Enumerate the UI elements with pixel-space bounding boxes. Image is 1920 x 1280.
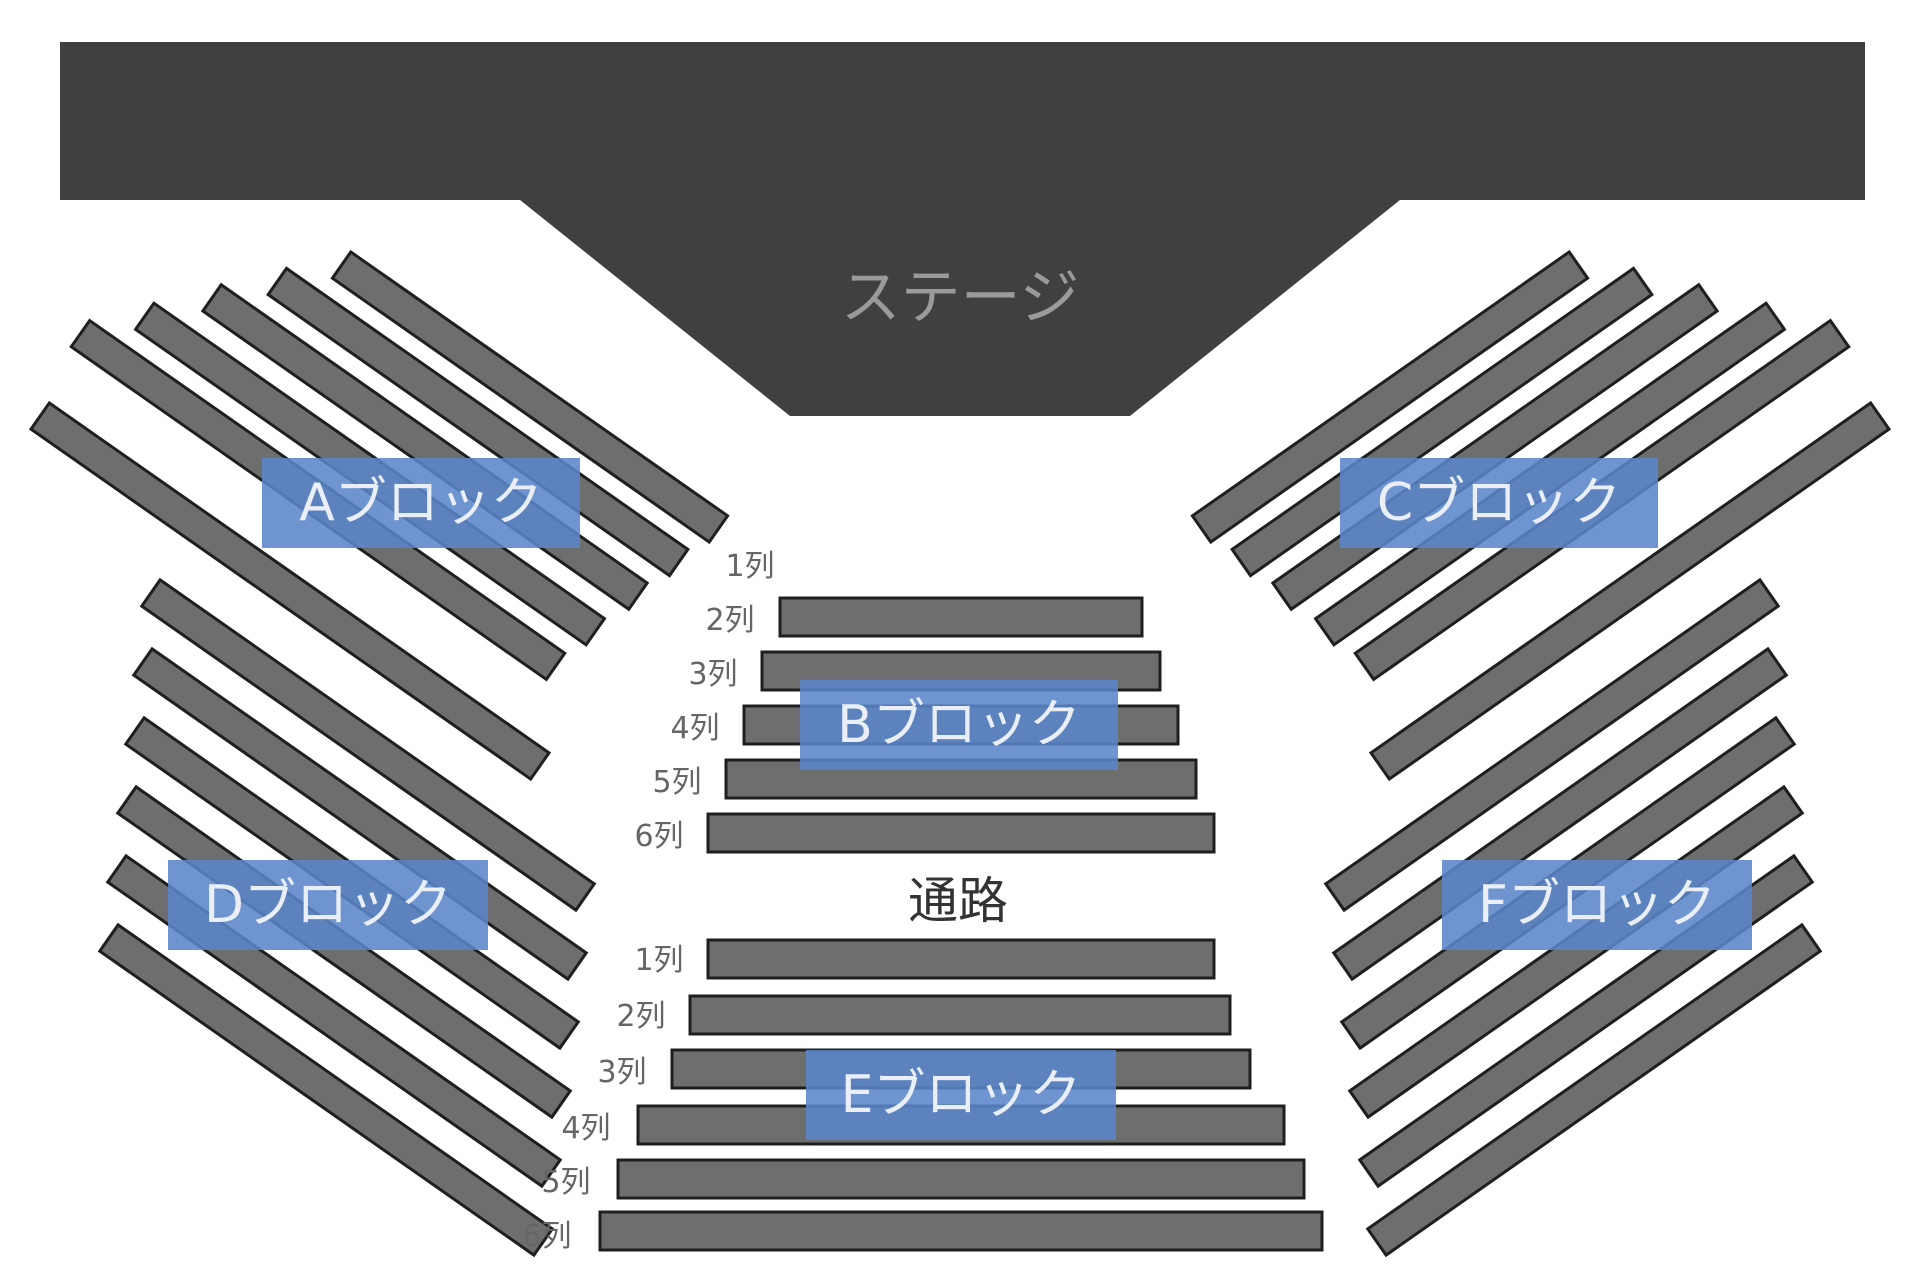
block-e-row [616, 1158, 1306, 1200]
block-c-row [1230, 266, 1654, 578]
block-a-label-bg [262, 458, 580, 548]
block-c-label: Cブロック [1377, 473, 1621, 533]
aisle-label: 通路 [908, 872, 1008, 930]
block-f-row [1365, 922, 1823, 1258]
block-d: Dブロック [97, 577, 597, 1258]
block-e-label-bg [806, 1050, 1116, 1140]
block-a-row [28, 400, 552, 782]
block-b-row-label: 2列 [705, 603, 754, 638]
block-e-row-label: 6列 [522, 1219, 571, 1254]
block-b-label-bg [800, 680, 1118, 770]
block-c-row [1190, 249, 1590, 545]
block-b-row-label: 1列 [725, 549, 774, 584]
block-e: 1列 2列 3列 4列 5列 6列 Eブロック [522, 938, 1324, 1254]
block-f-label: Fブロック [1478, 875, 1716, 935]
block-b-label: Bブロック [837, 695, 1081, 755]
block-b-row-label: 6列 [634, 819, 683, 854]
block-b: 1列 2列 3列 4列 5列 6列 Bブロック [634, 549, 1216, 854]
block-c-row [1368, 400, 1892, 782]
block-e-row [706, 938, 1216, 980]
block-b-row [706, 812, 1216, 854]
block-e-row-label: 1列 [634, 943, 683, 978]
block-e-row-label: 2列 [616, 999, 665, 1034]
block-a: Aブロック [28, 249, 730, 782]
block-e-row-label: 5列 [541, 1165, 590, 1200]
block-b-row [778, 596, 1144, 638]
block-e-row-label: 3列 [597, 1055, 646, 1090]
stage-label: ステージ [841, 263, 1080, 333]
block-d-label-bg [168, 860, 488, 950]
stage [60, 42, 1865, 416]
block-a-label: Aブロック [299, 473, 543, 533]
block-f-row [1323, 577, 1781, 913]
block-b-row-label: 3列 [688, 657, 737, 692]
block-a-row [266, 266, 690, 578]
block-f-label-bg [1442, 860, 1752, 950]
block-d-row [97, 922, 555, 1258]
block-c-label-bg [1340, 458, 1658, 548]
block-f: Fブロック [1323, 577, 1823, 1258]
block-a-row [330, 249, 730, 545]
block-b-row-label: 5列 [652, 765, 701, 800]
block-d-label: Dブロック [204, 875, 452, 935]
block-e-label: Eブロック [841, 1065, 1082, 1125]
block-e-row [598, 1210, 1324, 1252]
block-c: Cブロック [1190, 249, 1892, 782]
block-b-row-label: 4列 [670, 711, 719, 746]
block-d-row [139, 577, 597, 913]
block-e-row-label: 4列 [561, 1111, 610, 1146]
block-e-row [688, 994, 1232, 1036]
